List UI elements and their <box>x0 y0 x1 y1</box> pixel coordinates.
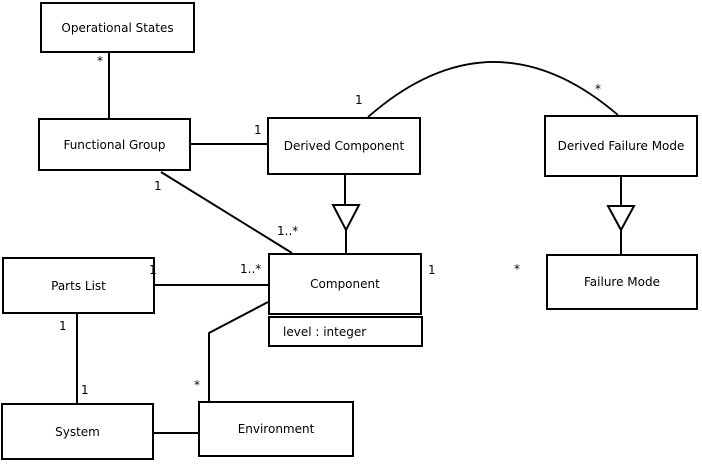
node-component: Component <box>268 253 422 315</box>
generalization-derived-component-to-component <box>331 175 361 253</box>
hollow-triangle-icon <box>606 205 636 233</box>
multiplicity-failure-mode-end: * <box>514 262 520 276</box>
edge-functional-group-component <box>160 171 293 254</box>
edge-derived-component-derived-failure-mode-arc <box>367 61 619 118</box>
node-operational-states: Operational States <box>40 2 195 53</box>
multiplicity-component-end-of-fg-line: 1..* <box>277 224 299 238</box>
multiplicity-system-end: 1 <box>81 383 89 397</box>
node-functional-group: Functional Group <box>38 118 191 171</box>
node-component-attributes: level : integer <box>268 316 423 347</box>
node-derived-failure-mode-label: Derived Failure Mode <box>557 139 685 153</box>
node-derived-component-label: Derived Component <box>283 139 405 153</box>
multiplicity-operational-states-end: * <box>97 54 103 68</box>
multiplicity-component-end-of-failure-mode-line: 1 <box>428 263 436 277</box>
multiplicity-component-end-of-parts-list-line: 1..* <box>240 262 262 276</box>
multiplicity-arc-derived-failure-mode-end: * <box>595 82 601 96</box>
node-environment: Environment <box>198 401 354 457</box>
node-functional-group-label: Functional Group <box>63 137 166 152</box>
multiplicity-parts-list-end: 1 <box>149 263 157 277</box>
node-component-label: Component <box>310 277 380 291</box>
node-system-label: System <box>55 424 100 439</box>
node-failure-mode-label: Failure Mode <box>584 275 660 289</box>
node-parts-list-label: Parts List <box>51 278 106 293</box>
hollow-triangle-icon <box>331 204 361 233</box>
node-system: System <box>1 403 154 460</box>
node-derived-failure-mode: Derived Failure Mode <box>544 115 698 177</box>
node-parts-list: Parts List <box>2 257 155 314</box>
multiplicity-functional-group-end: 1 <box>154 179 162 193</box>
multiplicity-parts-list-end-of-system-line: 1 <box>59 319 67 333</box>
edge-environment-component <box>208 301 269 402</box>
generalization-derived-failure-mode-to-failure-mode <box>606 177 636 254</box>
multiplicity-derived-component-end-of-fg-line: 1 <box>254 123 262 137</box>
component-attribute-level: level : integer <box>283 324 367 339</box>
node-derived-component: Derived Component <box>267 117 421 175</box>
multiplicity-environment-end: * <box>194 378 200 392</box>
node-failure-mode: Failure Mode <box>546 254 698 310</box>
multiplicity-arc-derived-component-end: 1 <box>355 93 363 107</box>
node-environment-label: Environment <box>237 422 315 436</box>
node-operational-states-label: Operational States <box>61 20 174 35</box>
